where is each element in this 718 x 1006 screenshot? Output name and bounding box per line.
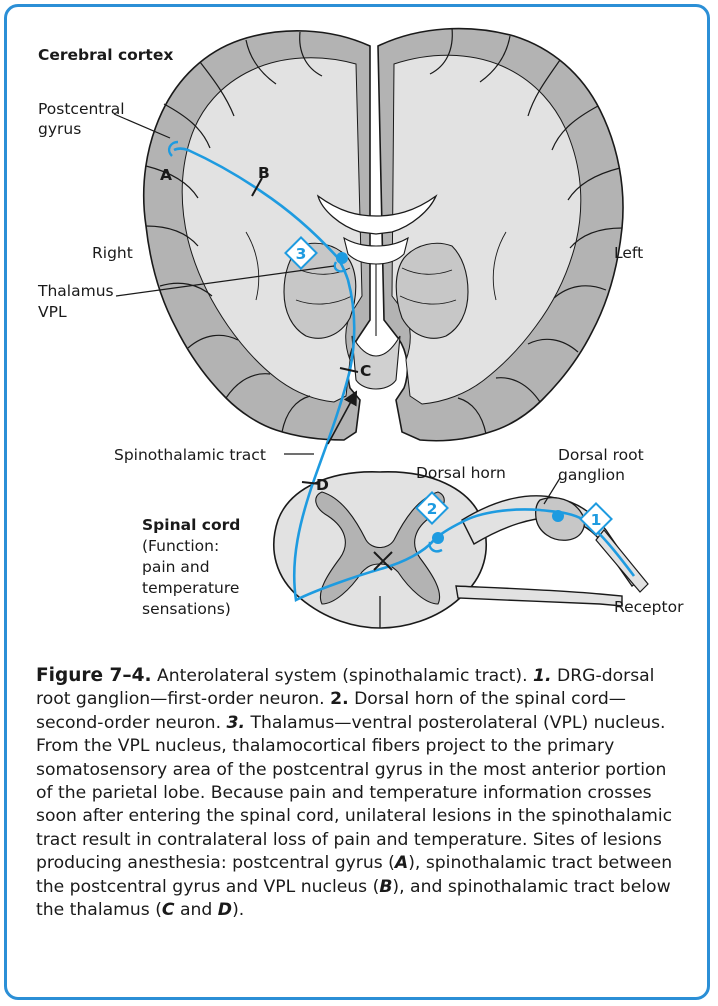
caption-intro: Anterolateral system (spinothalamic trac…	[152, 666, 534, 686]
caption-n1: 1.	[533, 666, 552, 686]
figure-label: Figure 7–4.	[36, 665, 152, 686]
function-label-1: (Function:	[142, 537, 219, 555]
thalamus-label-2: VPL	[38, 303, 67, 321]
caption-site-b: B	[379, 877, 392, 897]
spinal-cord-section	[274, 472, 648, 628]
dorsal-root-label-1: Dorsal root	[558, 446, 644, 464]
left-thalamus	[396, 243, 468, 338]
left-side-label: Left	[614, 244, 643, 262]
figure-caption: Figure 7–4. Anterolateral system (spinot…	[36, 664, 688, 922]
neuron-marker-3-label: 3	[296, 245, 307, 263]
right-side-label: Right	[92, 244, 133, 262]
caption-end: ).	[232, 900, 244, 920]
dorsal-root-label-2: ganglion	[558, 466, 625, 484]
lesion-d-label: D	[316, 476, 329, 494]
thalamus-label-1: Thalamus	[37, 282, 114, 300]
caption-site-c: C	[162, 900, 175, 920]
dorsal-horn-label: Dorsal horn	[416, 464, 506, 482]
spinal-cord-label: Spinal cord	[142, 516, 240, 534]
lesion-c-label: C	[360, 362, 371, 380]
lesion-a-label: A	[160, 166, 172, 184]
neuron-marker-1: 1	[580, 503, 611, 534]
dorsal-horn-soma	[432, 532, 444, 544]
brain-coronal-section	[144, 28, 623, 441]
spinothalamic-tract-label: Spinothalamic tract	[114, 446, 266, 464]
neuron-marker-1-label: 1	[591, 511, 602, 529]
caption-site-a: A	[395, 853, 408, 873]
thalamus-soma	[336, 252, 348, 264]
caption-n2: 2.	[330, 689, 349, 709]
lesion-b-label: B	[258, 164, 270, 182]
cerebral-cortex-label: Cerebral cortex	[38, 46, 173, 64]
caption-site-d: D	[218, 900, 232, 920]
function-label-3: temperature	[142, 579, 239, 597]
caption-n3: 3.	[227, 713, 246, 733]
neuron-marker-2-label: 2	[427, 500, 438, 518]
postcentral-gyrus-label-1: Postcentral	[38, 100, 125, 118]
anterolateral-system-diagram: 3 2 1 Cerebral cortex Postcentral gyrus …	[0, 0, 718, 660]
caption-n3-text: Thalamus—ventral posterolateral (VPL) nu…	[36, 713, 672, 873]
receptor-label: Receptor	[614, 598, 684, 616]
function-label-4: sensations)	[142, 600, 231, 618]
function-label-2: pain and	[142, 558, 210, 576]
postcentral-gyrus-label-2: gyrus	[38, 120, 81, 138]
ventral-root	[456, 586, 622, 606]
caption-and: and	[175, 900, 218, 920]
drg-soma	[552, 510, 564, 522]
